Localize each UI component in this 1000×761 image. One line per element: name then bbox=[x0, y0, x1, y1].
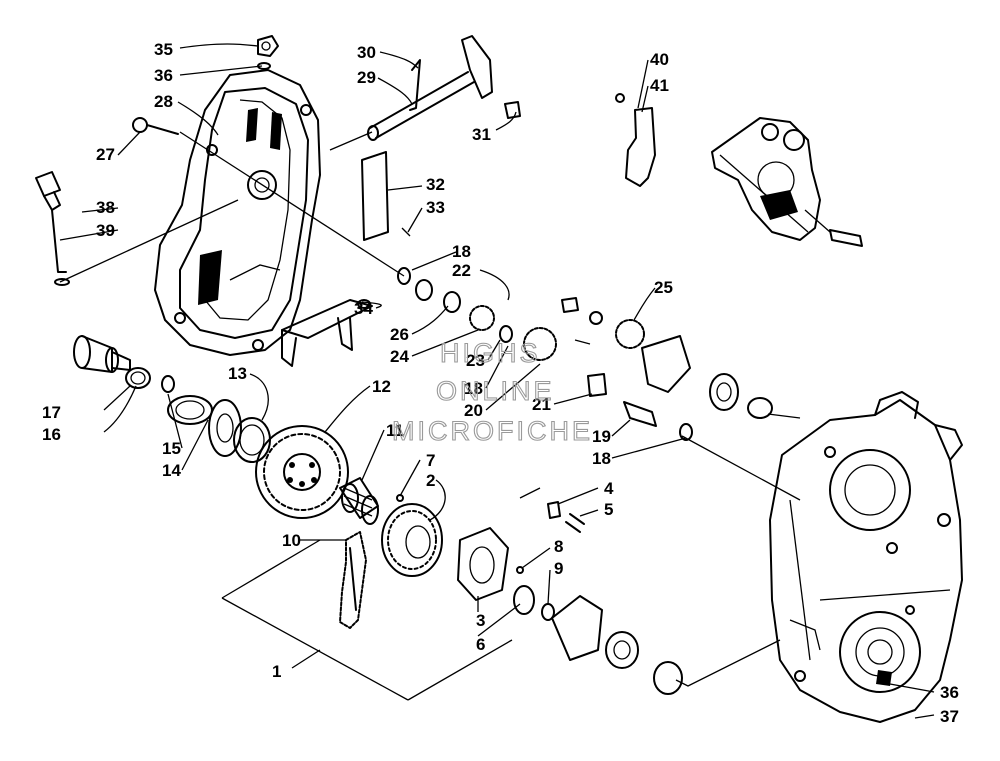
watermark-line-1: HIGHS bbox=[440, 338, 541, 368]
callout-36: 36 bbox=[154, 66, 173, 85]
plate-and-bearings bbox=[457, 501, 683, 695]
callout-31: 31 bbox=[472, 125, 491, 144]
shift-shaft bbox=[367, 35, 521, 141]
watermark-line-2: ONLINE bbox=[436, 376, 555, 406]
callout-16: 16 bbox=[42, 425, 61, 444]
callout-18-upper: 18 bbox=[452, 242, 471, 261]
gearbox-housing bbox=[769, 391, 963, 723]
main-gear bbox=[381, 494, 443, 577]
shaft-gear bbox=[339, 477, 379, 525]
callout-33: 33 bbox=[426, 198, 445, 217]
callout-37: 37 bbox=[940, 707, 959, 726]
upper-shaft-parts bbox=[397, 267, 773, 441]
top-nut bbox=[257, 35, 279, 70]
callout-35: 35 bbox=[154, 40, 173, 59]
callout-10: 10 bbox=[282, 531, 301, 550]
callout-28: 28 bbox=[154, 92, 173, 111]
callout-3: 3 bbox=[476, 611, 485, 630]
callout-18-lower: 18 bbox=[592, 449, 611, 468]
callout-4: 4 bbox=[604, 479, 614, 498]
left-shaft-parts bbox=[73, 335, 271, 463]
callout-23: 23 bbox=[466, 351, 485, 370]
callout-30: 30 bbox=[357, 43, 376, 62]
callout-41: 41 bbox=[650, 76, 669, 95]
callout-9: 9 bbox=[554, 559, 563, 578]
callout-25: 25 bbox=[654, 278, 673, 297]
plate bbox=[361, 151, 411, 241]
callout-1-leader bbox=[291, 649, 321, 669]
drive-chain bbox=[339, 531, 367, 629]
callout-8: 8 bbox=[554, 537, 563, 556]
callout-22: 22 bbox=[452, 261, 471, 280]
callout-20: 20 bbox=[464, 401, 483, 420]
callout-14: 14 bbox=[162, 461, 181, 480]
callout-2: 2 bbox=[426, 471, 435, 490]
callout-34: 34 bbox=[354, 299, 373, 318]
callout-29: 29 bbox=[357, 68, 376, 87]
callout-38: 38 bbox=[96, 198, 115, 217]
chaincase-cover bbox=[154, 69, 321, 356]
callout-13: 13 bbox=[228, 364, 247, 383]
callout-21: 21 bbox=[532, 395, 551, 414]
callout-36-lower: 36 bbox=[940, 683, 959, 702]
callout-27: 27 bbox=[96, 145, 115, 164]
callout-11: 11 bbox=[386, 421, 404, 440]
bolt bbox=[132, 117, 179, 135]
callout-24: 24 bbox=[390, 347, 409, 366]
watermark-line-3: MICROFICHE bbox=[392, 416, 593, 446]
leader-lines bbox=[59, 43, 935, 719]
driven-sprocket bbox=[255, 425, 349, 519]
callout-18-middle: 18 bbox=[464, 379, 483, 398]
callout-19: 19 bbox=[592, 427, 611, 446]
callout-15: 15 bbox=[162, 439, 181, 458]
callout-1: 1 bbox=[272, 662, 281, 681]
center-lines bbox=[59, 131, 809, 687]
watermark: HIGHS ONLINE MICROFICHE bbox=[391, 337, 593, 446]
callout-numbers: 35 36 28 27 38 39 30 29 31 32 33 40 41 1… bbox=[42, 40, 959, 726]
shift-fork bbox=[281, 299, 373, 367]
dipstick bbox=[35, 171, 70, 286]
callout-39: 39 bbox=[96, 221, 115, 240]
callout-5: 5 bbox=[604, 500, 613, 519]
callout-12: 12 bbox=[372, 377, 391, 396]
callout-26: 26 bbox=[390, 325, 409, 344]
callout-6: 6 bbox=[476, 635, 485, 654]
callout-32: 32 bbox=[426, 175, 445, 194]
callout-40: 40 bbox=[650, 50, 669, 69]
callout-17: 17 bbox=[42, 403, 61, 422]
callout-7: 7 bbox=[426, 451, 435, 470]
group-bracket bbox=[221, 487, 541, 701]
shifter-assembly bbox=[615, 93, 863, 247]
